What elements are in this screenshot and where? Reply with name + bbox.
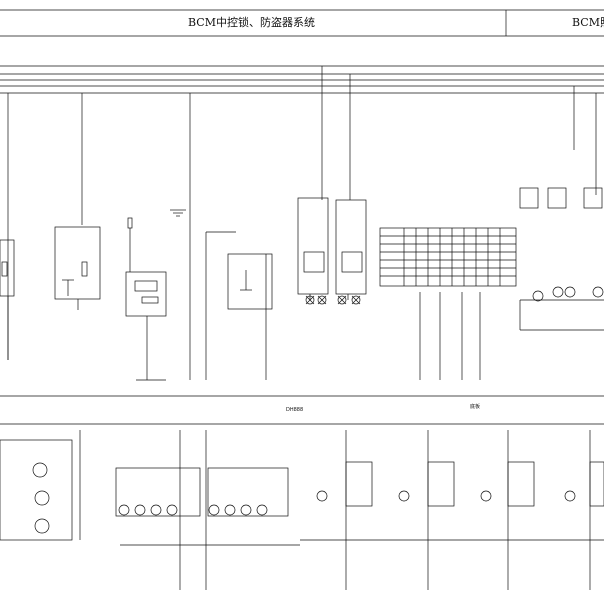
bottom-label: 底板: [470, 403, 480, 410]
diagram-title-right: BCM照明: [572, 16, 604, 29]
diagram-title: BCM中控锁、防盗器系统: [188, 16, 315, 29]
mid-label: DH888: [286, 407, 303, 413]
